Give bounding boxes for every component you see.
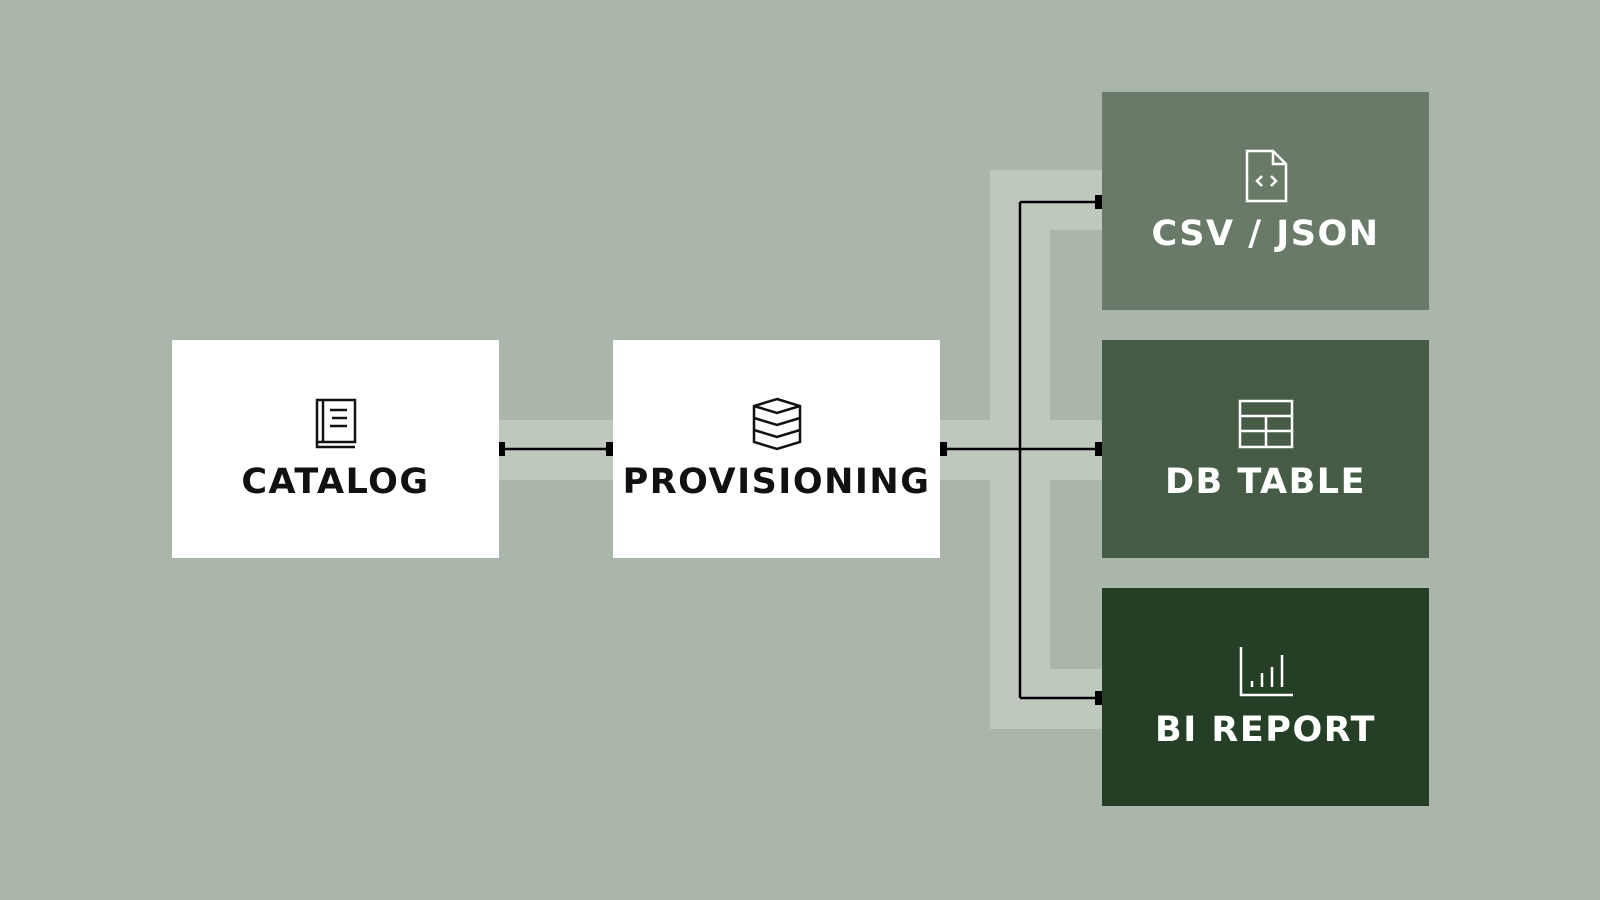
connector-lines (498, 200, 1102, 700)
code-file-icon (1245, 149, 1287, 203)
node-csv-json-label: CSV / JSON (1151, 214, 1380, 254)
node-catalog[interactable]: CATALOG (172, 340, 499, 558)
node-db-table-label: DB TABLE (1164, 462, 1367, 502)
node-csv-json[interactable]: CSV / JSON (1102, 92, 1429, 310)
book-icon (315, 398, 356, 449)
node-bi-report[interactable]: BI REPORT (1102, 588, 1429, 806)
node-db-table[interactable]: DB TABLE (1102, 340, 1429, 558)
database-icon (752, 397, 801, 451)
node-provisioning[interactable]: PROVISIONING (613, 340, 940, 558)
band-top-branch (990, 170, 1102, 230)
node-provisioning-label: PROVISIONING (622, 462, 931, 502)
node-bi-report-label: BI REPORT (1155, 710, 1376, 750)
table-icon (1238, 399, 1293, 449)
node-catalog-label: CATALOG (241, 462, 430, 502)
bar-chart-icon (1239, 647, 1293, 697)
